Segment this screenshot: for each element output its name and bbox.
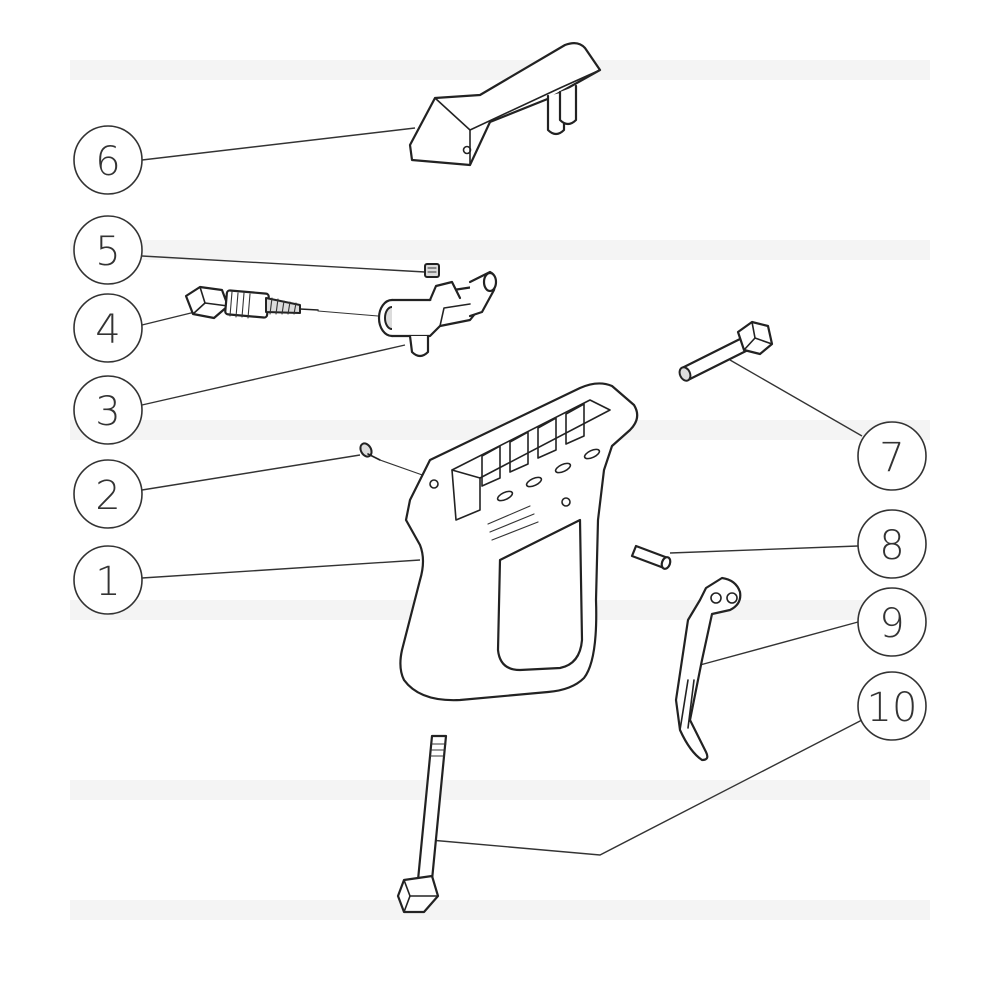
part-6-lever — [408, 41, 602, 167]
leader-line-10 — [429, 719, 863, 856]
callout-label-4: 4 — [95, 307, 120, 353]
part-1-gun-body — [399, 382, 639, 702]
callout-label-5: 5 — [95, 229, 120, 275]
leader-line-1 — [141, 559, 421, 579]
part-3-valve-body — [377, 270, 498, 358]
callout-label-9: 9 — [879, 601, 904, 647]
part-8-pin — [630, 544, 672, 570]
callout-4: 4 — [73, 293, 143, 363]
part-10-outlet-tube — [396, 734, 448, 914]
callout-10: 10 — [857, 671, 927, 741]
leader-line-2 — [141, 454, 361, 491]
leader-line-6 — [141, 127, 416, 161]
callout-label-10: 10 — [867, 685, 918, 731]
part-9-trigger — [674, 576, 742, 762]
callout-9: 9 — [857, 587, 927, 657]
callout-8: 8 — [857, 509, 927, 579]
spring-coils — [269, 297, 297, 315]
leader-line-5 — [141, 255, 426, 273]
part-4-valve-stem — [184, 285, 379, 320]
leader-line-8 — [669, 545, 859, 554]
callout-3: 3 — [73, 375, 143, 445]
callout-7: 7 — [857, 421, 927, 491]
callout-label-2: 2 — [95, 473, 120, 519]
callout-label-8: 8 — [879, 523, 904, 569]
callout-1: 1 — [73, 545, 143, 615]
side-ovals — [496, 448, 601, 502]
leader-line-7 — [729, 359, 863, 437]
callout-label-3: 3 — [95, 389, 120, 435]
top-slots — [481, 403, 585, 487]
callout-label-6: 6 — [95, 139, 120, 185]
part-7-inlet-tube — [678, 320, 774, 382]
callout-label-7: 7 — [879, 435, 904, 481]
part-2-screw — [359, 442, 429, 478]
callout-2: 2 — [73, 459, 143, 529]
thread-lines-10 — [429, 743, 447, 757]
leader-line-4 — [141, 311, 196, 326]
engraved-text-marks — [487, 505, 539, 541]
thread-lines — [229, 291, 251, 319]
part-5-set-screw — [424, 263, 440, 278]
callout-6: 6 — [73, 125, 143, 195]
callout-label-1: 1 — [95, 559, 120, 605]
leader-line-9 — [699, 621, 859, 666]
callout-5: 5 — [73, 215, 143, 285]
leader-line-3 — [141, 344, 406, 406]
leader-lines — [141, 127, 863, 856]
